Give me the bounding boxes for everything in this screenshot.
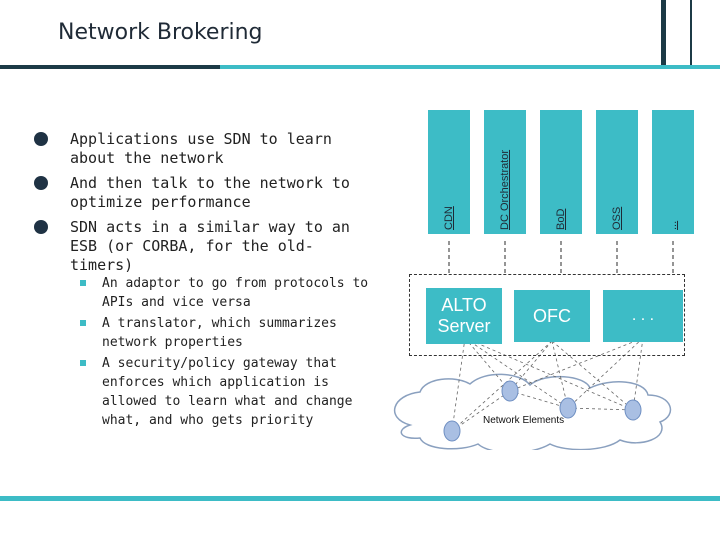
bullet-dot-icon [34, 132, 48, 146]
footer-divider [0, 496, 720, 501]
square-bullet-icon [80, 280, 86, 286]
network-node [501, 380, 519, 402]
more-controllers-box: . . . [603, 290, 683, 342]
app-column-dc-orchestrator: DC Orchestrator [484, 110, 526, 234]
ofc-box: OFC [514, 290, 590, 342]
network-node [443, 420, 461, 442]
sub-bullet-list: An adaptor to go from protocols to APIs … [80, 274, 370, 432]
network-diagram [393, 240, 674, 450]
network-element-nodes [443, 380, 642, 442]
network-elements-label: Network Elements [483, 415, 565, 426]
controller-group-box [409, 274, 685, 356]
bullet-item: Applications use SDN to learn about the … [34, 130, 370, 168]
header-divider-dark [0, 65, 220, 69]
header-decor-bar-thin [690, 0, 692, 66]
alto-server-box: ALTO Server [426, 288, 502, 344]
header-decor-bar [661, 0, 666, 66]
sub-bullet-item: A translator, which summarizes network p… [80, 314, 370, 352]
square-bullet-icon [80, 360, 86, 366]
bullet-item: SDN acts in a similar way to an ESB (or … [34, 218, 370, 275]
slide-title: Network Brokering [58, 20, 263, 45]
network-node [559, 397, 577, 419]
bullet-item: And then talk to the network to optimize… [34, 174, 370, 212]
app-column-cdn: CDN [428, 110, 470, 234]
square-bullet-icon [80, 320, 86, 326]
sub-bullet-item: A security/policy gateway that enforces … [80, 354, 370, 430]
network-links [451, 337, 644, 432]
header-divider [0, 65, 720, 69]
sub-bullet-item: An adaptor to go from protocols to APIs … [80, 274, 370, 312]
app-column-more: ... [652, 110, 694, 234]
app-connector-lines [448, 240, 674, 274]
network-node [624, 399, 642, 421]
app-column-bod: BoD [540, 110, 582, 234]
bullet-list: Applications use SDN to learn about the … [34, 130, 370, 281]
bullet-dot-icon [34, 176, 48, 190]
app-column-oss: OSS [596, 110, 638, 234]
bullet-dot-icon [34, 220, 48, 234]
network-cloud [393, 373, 672, 450]
